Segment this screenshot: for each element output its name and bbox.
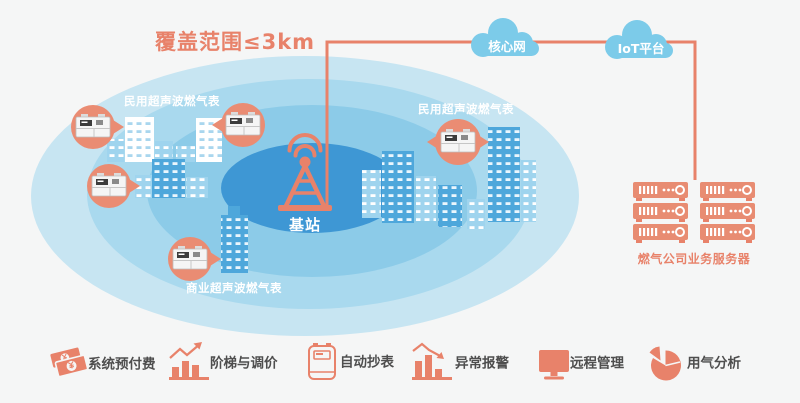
building	[155, 141, 173, 162]
server-power-icon	[675, 227, 685, 237]
feature-item-remote: 远程管理	[539, 350, 624, 380]
server-unit	[633, 203, 688, 222]
feature-item-prepayment: 系统预付费	[50, 347, 156, 378]
feature-label: 系统预付费	[88, 356, 156, 373]
server-power-icon	[742, 185, 752, 195]
meter-bubble	[87, 164, 140, 208]
bubble-tail	[210, 252, 221, 266]
cloud-icon	[605, 20, 673, 59]
signal-wave-icon	[287, 133, 323, 153]
coverage-title: 覆盖范围≤3km	[155, 30, 315, 54]
signal-wave-icon	[293, 144, 317, 158]
meter-bubble	[71, 105, 124, 149]
meter-bubble	[212, 103, 265, 147]
server-unit	[633, 224, 688, 243]
pie-chart-icon	[649, 346, 681, 381]
core-network-label: 核心网	[488, 39, 526, 54]
antenna-dot	[299, 156, 311, 168]
feature-item-alarm: 异常报警	[412, 342, 509, 380]
server-stack: 燃气公司业务服务器	[633, 182, 755, 266]
bubble-tail	[113, 120, 124, 134]
banknote-icon	[50, 347, 89, 378]
building	[135, 175, 152, 198]
meter-bubble	[427, 119, 489, 165]
residential-meter-label-right: 民用超声波燃气表	[418, 102, 514, 116]
feature-item-tiered-pricing: 阶梯与调价	[169, 342, 278, 380]
feature-label: 用气分析	[687, 355, 741, 372]
tower-base	[278, 205, 332, 211]
gas-meter-device-icon	[440, 129, 476, 153]
building	[467, 199, 485, 229]
building	[416, 176, 436, 221]
coverage-center-ellipse	[221, 143, 403, 233]
building	[362, 170, 381, 218]
base-station-label: 基站	[288, 216, 321, 234]
server-power-icon	[675, 206, 685, 216]
server-unit	[700, 224, 755, 243]
bar-chart-up-icon	[169, 342, 209, 380]
bar-chart-down-icon	[412, 342, 452, 380]
building-clusters	[107, 117, 536, 273]
feature-label: 阶梯与调价	[210, 355, 278, 372]
building	[438, 185, 462, 227]
feature-row: 系统预付费 阶梯与调价 自动抄表	[50, 342, 741, 381]
feature-label: 异常报警	[455, 355, 509, 372]
building	[152, 159, 185, 198]
gas-meter-device-icon	[172, 246, 208, 270]
server-unit	[700, 203, 755, 222]
residential-meter-label-left: 民用超声波燃气表	[124, 94, 220, 108]
commercial-meter-label: 商业超声波燃气表	[186, 281, 282, 295]
server-power-icon	[742, 206, 752, 216]
meter-bubble	[168, 237, 221, 281]
feature-label: 远程管理	[570, 355, 624, 372]
gas-meter-device-icon	[225, 112, 261, 136]
feature-label: 自动抄表	[340, 354, 394, 371]
bubble-tail	[212, 118, 223, 132]
building	[176, 146, 195, 162]
gas-meter-device-icon	[75, 114, 111, 138]
iot-platform-cloud: IoT平台	[605, 20, 673, 59]
bubble-tail	[427, 135, 438, 149]
building	[521, 160, 536, 222]
building	[382, 151, 414, 223]
server-unit	[700, 182, 755, 201]
building	[125, 117, 154, 162]
meter-bubbles	[71, 103, 489, 281]
building	[186, 177, 208, 198]
building	[221, 215, 248, 273]
server-power-icon	[675, 185, 685, 195]
core-network-cloud: 核心网	[471, 18, 539, 57]
tower-legs	[283, 163, 327, 209]
server-unit	[633, 182, 688, 201]
gas-meter-icon	[308, 343, 336, 380]
iot-platform-label: IoT平台	[618, 41, 665, 56]
gas-meter-device-icon	[91, 173, 127, 197]
base-station-tower-icon	[278, 133, 332, 211]
monitor-icon	[539, 350, 569, 380]
tower-crossbars	[292, 179, 318, 195]
server-power-icon	[742, 227, 752, 237]
building	[107, 139, 124, 162]
feature-item-analysis: 用气分析	[649, 346, 741, 381]
feature-item-auto-reading: 自动抄表	[308, 343, 394, 380]
server-label: 燃气公司业务服务器	[638, 251, 751, 266]
cloud-icon	[471, 18, 539, 57]
bubble-tail	[478, 135, 489, 149]
bubble-tail	[129, 179, 140, 193]
building	[488, 127, 520, 222]
building	[228, 206, 240, 216]
